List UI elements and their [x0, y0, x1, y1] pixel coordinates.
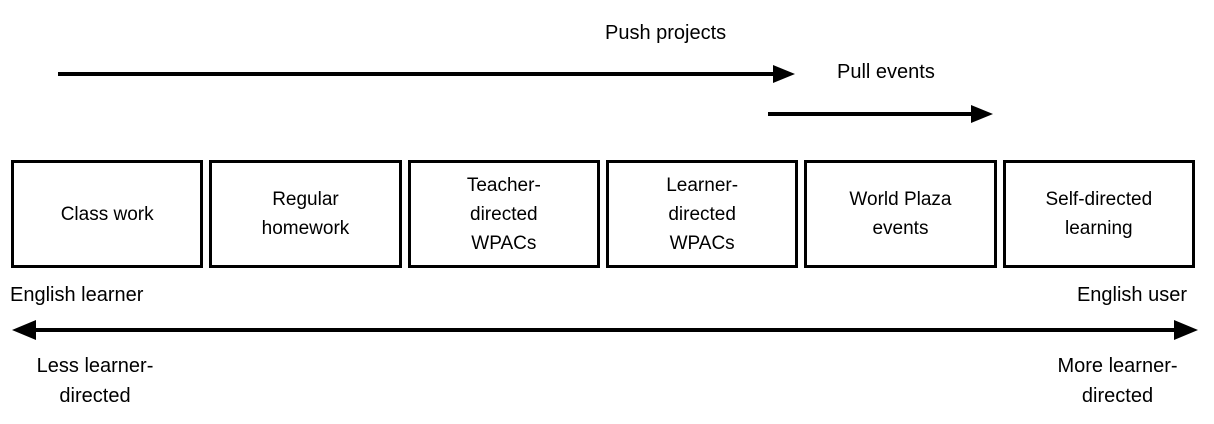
english-user-label: English user [1076, 284, 1187, 306]
axis-arrowhead-left-icon [12, 320, 36, 340]
box-regular-homework: Regular homework [209, 160, 402, 268]
pull-events-arrow-line [768, 112, 971, 116]
push-projects-arrow-line [58, 72, 775, 76]
box-class-work: Class work [11, 160, 204, 268]
axis-arrow-line [30, 328, 1180, 332]
box-teacher-directed-wpacs: Teacher- directed WPACs [407, 160, 600, 268]
activity-boxes-row: Class work Regular homework Teacher- dir… [11, 160, 1195, 268]
less-learner-directed-label: Less learner- directed [36, 355, 154, 407]
box-self-directed-learning: Self-directed learning [1002, 160, 1195, 268]
english-learner-label: English learner [10, 284, 144, 306]
axis-arrowhead-right-icon [1174, 320, 1198, 340]
box-world-plaza-events: World Plaza events [804, 160, 997, 268]
push-projects-arrowhead-icon [773, 65, 795, 83]
pull-events-arrowhead-icon [971, 105, 993, 123]
push-projects-label: Push projects [605, 22, 727, 44]
pull-events-label: Pull events [837, 61, 935, 83]
box-learner-directed-wpacs: Learner- directed WPACs [605, 160, 799, 268]
more-learner-directed-label: More learner- directed [1057, 355, 1178, 407]
